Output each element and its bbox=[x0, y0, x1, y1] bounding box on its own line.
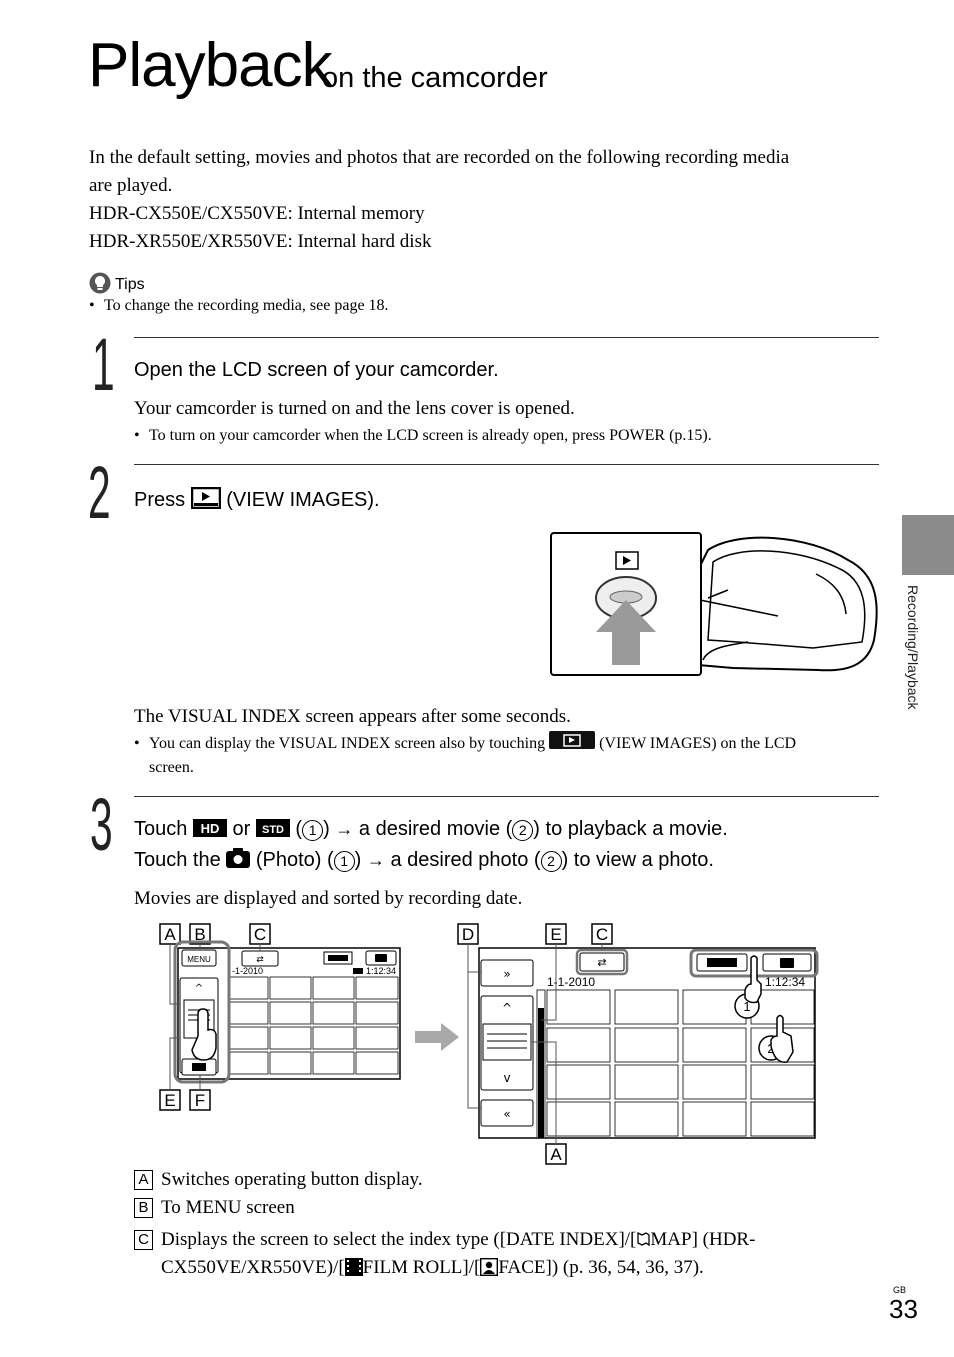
step-1-rule bbox=[134, 337, 879, 338]
intro-line-1: In the default setting, movies and photo… bbox=[89, 147, 790, 168]
svg-text:«: « bbox=[503, 1107, 510, 1121]
label-b: B bbox=[194, 925, 205, 944]
hd-icon: HD bbox=[192, 819, 227, 837]
tips-label: Tips bbox=[115, 276, 145, 293]
svg-text:»: » bbox=[503, 967, 510, 981]
step-1-body: Your camcorder is turned on and the lens… bbox=[134, 398, 575, 419]
left-menu: MENU bbox=[187, 955, 211, 964]
circled-1b: 1 bbox=[333, 851, 355, 872]
page-number: 33 bbox=[889, 1294, 918, 1324]
svg-text:^: ^ bbox=[195, 983, 203, 994]
step-2-number: 2 bbox=[88, 451, 111, 534]
step-3-line-1: Touch HD or STD (1) → a desired movie (2… bbox=[134, 818, 728, 841]
step-2-body: The VISUAL INDEX screen appears after so… bbox=[134, 706, 571, 727]
view-images-button-icon bbox=[549, 731, 596, 749]
arrow-right-icon: → bbox=[366, 850, 385, 870]
label-c: C bbox=[254, 925, 266, 944]
face-icon bbox=[480, 1257, 499, 1277]
film-roll-icon bbox=[344, 1258, 363, 1276]
svg-text:⇄: ⇄ bbox=[256, 955, 264, 965]
page-title: Playback bbox=[88, 31, 333, 100]
arrow-right-icon: → bbox=[335, 819, 354, 839]
page-subtitle: on the camcorder bbox=[322, 62, 548, 94]
tips-heading: Tips bbox=[89, 272, 145, 294]
section-tab-label: Recording/Playback bbox=[905, 585, 921, 710]
label-c: C bbox=[596, 925, 608, 944]
left-date: -1-2010 bbox=[232, 966, 263, 976]
svg-text:v: v bbox=[503, 1071, 510, 1085]
std-icon: STD bbox=[255, 819, 290, 837]
camera-icon bbox=[226, 848, 251, 868]
tips-item: •To change the recording media, see page… bbox=[89, 297, 389, 314]
step-3-body: Movies are displayed and sorted by recor… bbox=[134, 888, 523, 909]
footer-lang: GB bbox=[893, 1285, 907, 1295]
circled-2: 2 bbox=[512, 820, 534, 841]
svg-text:^: ^ bbox=[502, 1001, 512, 1015]
step-3-line-2: Touch the (Photo) (1) → a desired photo … bbox=[134, 848, 714, 872]
index-screen-after-diagram: D E C A ⇄ 1-1-2010 1:12:34 » ^ v « 1 bbox=[457, 923, 819, 1165]
step-2-heading: Press (VIEW IMAGES). bbox=[134, 487, 380, 511]
step-2-note-cont: screen. bbox=[149, 759, 194, 776]
map-icon bbox=[637, 1231, 651, 1247]
svg-text:HD: HD bbox=[201, 821, 220, 836]
step-3-rule bbox=[134, 796, 879, 797]
transition-arrow-icon bbox=[415, 1023, 459, 1051]
right-n1: 1 bbox=[743, 999, 750, 1014]
step-3-number: 3 bbox=[90, 783, 113, 866]
circled-1: 1 bbox=[302, 820, 324, 841]
label-a: A bbox=[550, 1145, 562, 1164]
intro-line-4: HDR-XR550E/XR550VE: Internal hard disk bbox=[89, 231, 432, 252]
index-screen-before-diagram: A B C E F ⇄ -1-2010 1:12:34 MENU ^ bbox=[159, 923, 401, 1111]
camcorder-illustration bbox=[550, 532, 878, 676]
left-time: 1:12:34 bbox=[366, 966, 396, 976]
label-a: A bbox=[164, 925, 176, 944]
step-2-note: •You can display the VISUAL INDEX screen… bbox=[134, 731, 796, 756]
intro-line-2: are played. bbox=[89, 175, 173, 196]
label-d: D bbox=[462, 925, 474, 944]
right-date: 1-1-2010 bbox=[547, 975, 595, 989]
svg-text:⇄: ⇄ bbox=[597, 956, 606, 969]
intro-line-3: HDR-CX550E/CX550VE: Internal memory bbox=[89, 203, 425, 224]
svg-text:STD: STD bbox=[262, 824, 284, 836]
step-1-heading: Open the LCD screen of your camcorder. bbox=[134, 359, 499, 381]
section-tab bbox=[902, 515, 954, 575]
right-time: 1:12:34 bbox=[765, 975, 805, 989]
step-1-number: 1 bbox=[92, 323, 115, 406]
circled-2b: 2 bbox=[540, 851, 562, 872]
view-images-icon bbox=[190, 487, 221, 509]
lightbulb-icon bbox=[89, 272, 111, 294]
label-e: E bbox=[164, 1091, 175, 1110]
step-1-note: •To turn on your camcorder when the LCD … bbox=[134, 427, 712, 444]
label-f: F bbox=[195, 1091, 205, 1110]
step-2-rule bbox=[134, 464, 879, 465]
label-e: E bbox=[550, 925, 561, 944]
